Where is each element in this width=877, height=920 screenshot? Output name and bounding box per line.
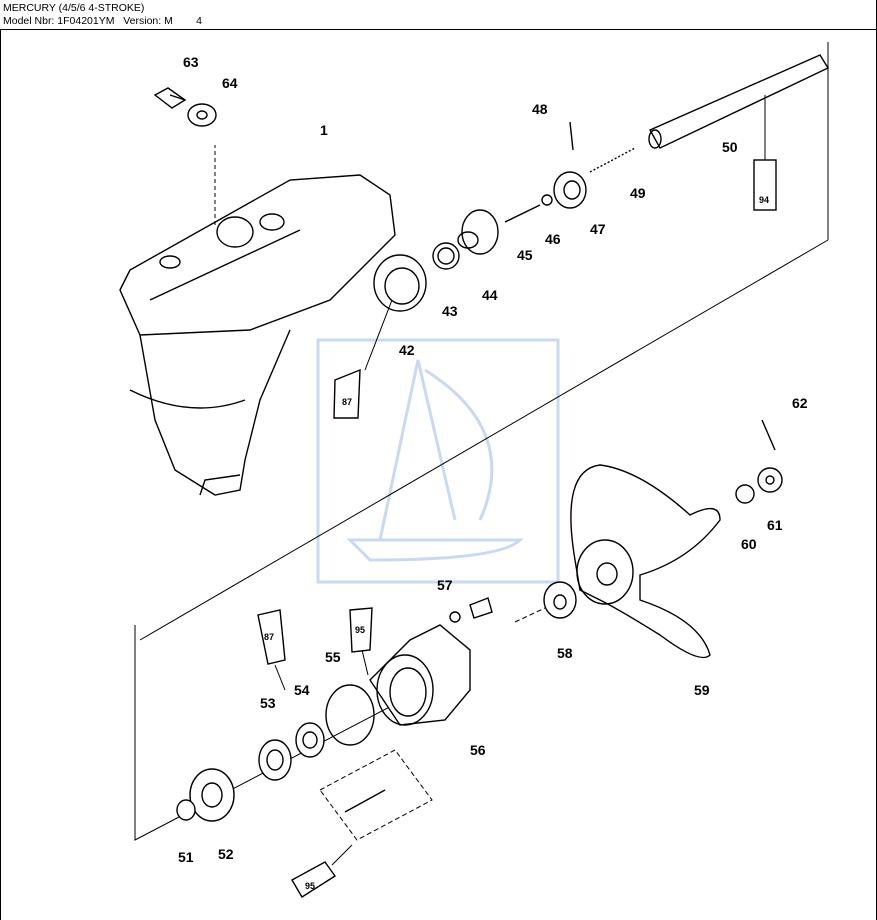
callout-63: 63 xyxy=(183,54,199,70)
tube-label-87-lower: 87 xyxy=(264,632,274,642)
pinion-gear xyxy=(457,209,499,255)
watermark-logo xyxy=(316,338,560,584)
tube-label-87-upper: 87 xyxy=(342,397,352,407)
callout-42: 42 xyxy=(399,342,415,358)
callout-56: 56 xyxy=(470,742,486,758)
lubricant-tube-95-lower: 95 xyxy=(291,844,353,898)
carrier-bearing-small xyxy=(295,722,325,758)
housing-washer xyxy=(187,103,217,127)
callout-59: 59 xyxy=(694,682,710,698)
bearing-carrier xyxy=(369,624,471,726)
thrust-shim xyxy=(432,242,460,270)
callout-54: 54 xyxy=(294,682,310,698)
propeller-shaft xyxy=(648,54,830,149)
callout-57: 57 xyxy=(437,577,453,593)
lubricant-tube-87-lower: 87 xyxy=(257,609,286,691)
gear-housing xyxy=(119,145,396,496)
tube-label-95-upper: 95 xyxy=(355,625,365,635)
propeller xyxy=(570,464,721,659)
model-number-line: Model Nbr: 1F04201YM Version: M 4 xyxy=(3,15,203,27)
header-bar: MERCURY (4/5/6 4-STROKE) Model Nbr: 1F04… xyxy=(0,0,877,30)
clutch-dog xyxy=(553,171,587,209)
callout-55: 55 xyxy=(325,649,341,665)
clutch-spring xyxy=(589,147,636,173)
frame-left-border xyxy=(0,30,1,920)
callout-1: 1 xyxy=(320,122,328,138)
callout-46: 46 xyxy=(545,231,561,247)
cotter-pin xyxy=(761,419,776,451)
forward-gear-shim xyxy=(176,799,196,821)
propeller-nut xyxy=(757,467,783,493)
tube-label-95-lower: 95 xyxy=(305,881,315,891)
cam-pin xyxy=(504,204,541,223)
forward-gear xyxy=(189,768,235,822)
callout-43: 43 xyxy=(442,303,458,319)
callout-60: 60 xyxy=(741,536,757,552)
watermark-sail-left xyxy=(378,359,457,541)
callout-45: 45 xyxy=(517,247,533,263)
callout-52: 52 xyxy=(218,846,234,862)
driveshaft-bearing xyxy=(373,254,427,312)
seal-kit-sleeve xyxy=(344,789,386,813)
callout-50: 50 xyxy=(722,139,738,155)
lower-section-boundary xyxy=(134,625,423,841)
watermark-sail-right xyxy=(424,368,494,521)
watermark-frame xyxy=(316,338,560,584)
callout-47: 47 xyxy=(590,221,606,237)
propeller-washer xyxy=(735,484,755,504)
callout-58: 58 xyxy=(557,645,573,661)
callout-44: 44 xyxy=(482,287,498,303)
upper-section-boundary xyxy=(139,42,829,641)
seal-kit-box xyxy=(319,749,433,841)
lubricant-tube-94: 94 xyxy=(753,95,777,211)
lubricant-tube-87-upper: 87 xyxy=(333,299,393,419)
carrier-bolt xyxy=(449,597,493,623)
callout-51: 51 xyxy=(178,849,194,865)
callout-61: 61 xyxy=(767,517,783,533)
forward-gear-bearing xyxy=(258,739,292,781)
callout-53: 53 xyxy=(260,695,276,711)
callout-48: 48 xyxy=(532,101,548,117)
callout-62: 62 xyxy=(792,395,808,411)
exploded-parts-diagram: 94 87 xyxy=(119,42,830,898)
callout-64: 64 xyxy=(222,75,238,91)
thrust-hub xyxy=(514,581,577,623)
model-title: MERCURY (4/5/6 4-STROKE) xyxy=(3,2,145,14)
cross-pin xyxy=(569,121,574,151)
watermark-hull xyxy=(346,538,524,562)
housing-bolt xyxy=(153,87,187,109)
follower-ball xyxy=(541,194,553,206)
callout-49: 49 xyxy=(630,185,646,201)
lubricant-tube-95-upper: 95 xyxy=(349,607,373,676)
carrier-o-ring xyxy=(325,684,375,746)
tube-label-94: 94 xyxy=(759,195,769,205)
